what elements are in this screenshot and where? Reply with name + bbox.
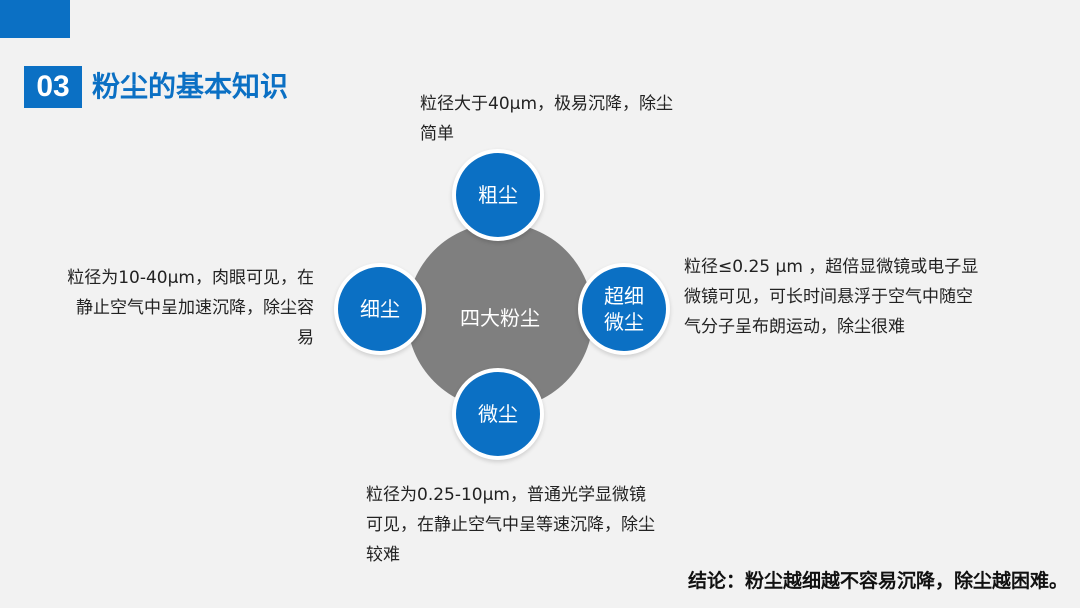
page-title: 粉尘的基本知识	[92, 70, 289, 103]
node-ultrafine-dust: 超细微尘	[578, 263, 670, 355]
conclusion-text: 结论：粉尘越细越不容易沉降，除尘越困难。	[687, 570, 1068, 592]
desc-fine-dust: 粒径为10-40μm，肉眼可见，在静止空气中呈加速沉降，除尘容易	[67, 268, 314, 348]
node-fine-dust: 细尘	[334, 263, 426, 355]
node-label: 超细微尘	[604, 284, 644, 334]
node-label: 细尘	[360, 297, 400, 321]
node-label: 粗尘	[478, 183, 518, 207]
section-number: 03	[24, 66, 82, 108]
header-accent-bar	[0, 0, 70, 38]
desc-coarse-dust: 粒径大于40μm，极易沉降，除尘简单	[420, 94, 674, 144]
node-micro-dust: 微尘	[452, 368, 544, 460]
node-coarse-dust: 粗尘	[452, 149, 544, 241]
desc-micro-dust: 粒径为0.25-10μm，普通光学显微镜可见，在静止空气中呈等速沉降，除尘较难	[366, 485, 655, 565]
node-label: 微尘	[478, 402, 518, 426]
center-label: 四大粉尘	[460, 305, 540, 330]
desc-ultrafine-dust: 粒径≤0.25 μm ，超倍显微镜或电子显微镜可见，可长时间悬浮于空气中随空气分…	[684, 257, 979, 337]
